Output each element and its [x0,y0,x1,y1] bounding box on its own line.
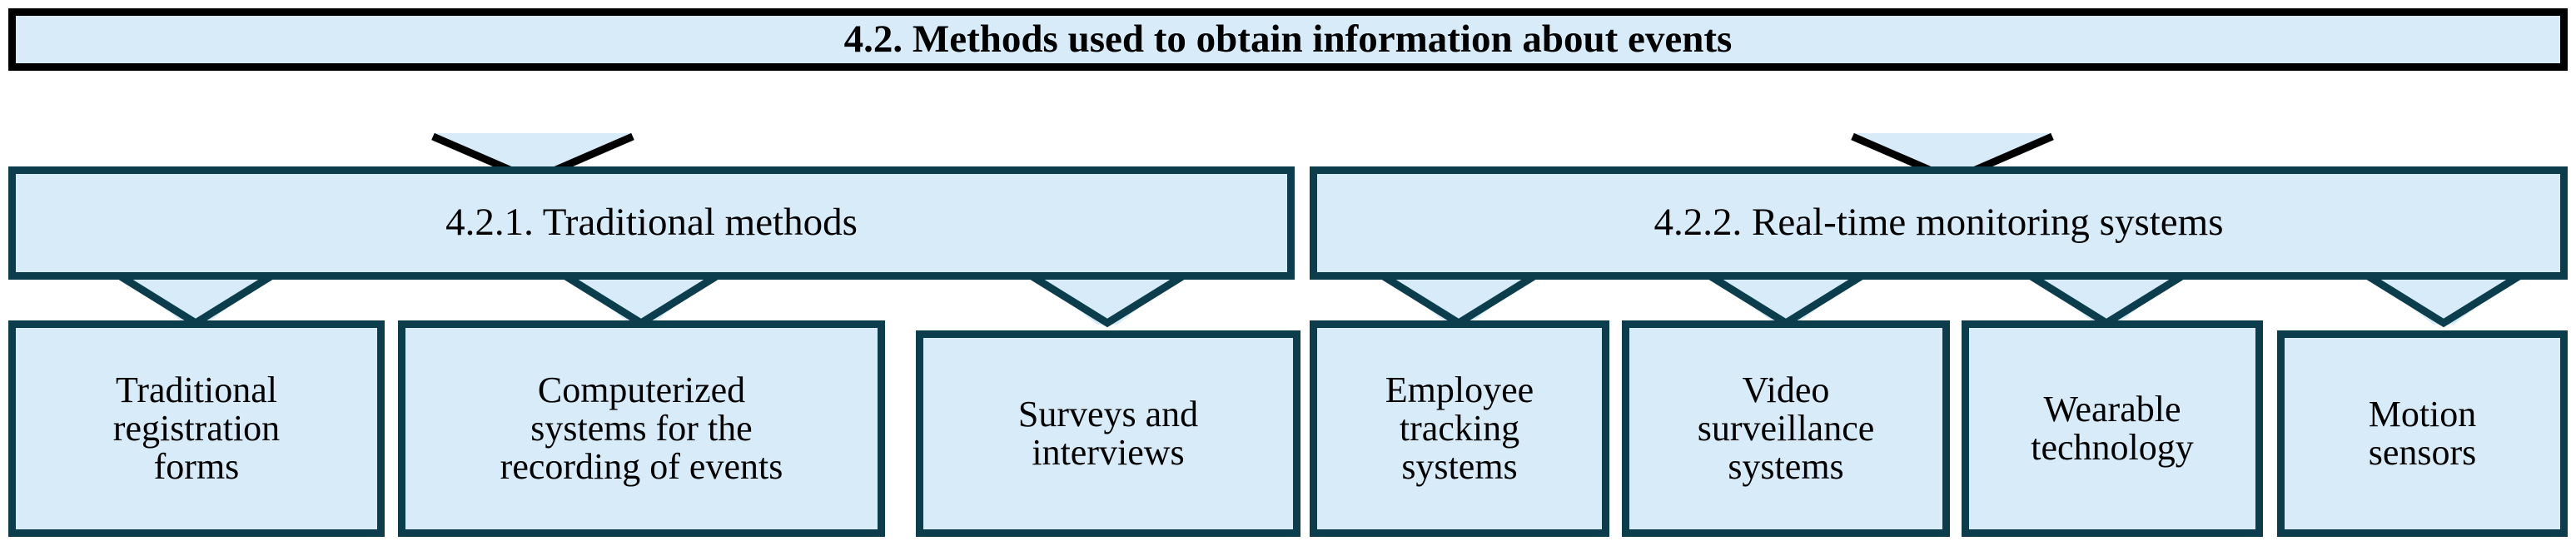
node-surveys-and-interviews-label: Surveys and interviews [1017,393,1199,473]
node-wearable-technology[interactable]: Wearable technology [1962,320,2263,537]
node-computerized-systems[interactable]: Computerized systems for the recording o… [398,320,885,537]
node-traditional-methods[interactable]: 4.2.1. Traditional methods [8,166,1295,280]
node-computerized-systems-label: Computerized systems for the recording o… [500,369,783,488]
node-real-time-monitoring-systems-label: 4.2.2. Real-time monitoring systems [1654,201,2224,245]
node-motion-sensors-label: Motion sensors [2368,393,2477,473]
node-wearable-technology-label: Wearable technology [2031,388,2194,468]
node-traditional-registration-forms-label: Traditional registration forms [112,369,281,488]
node-traditional-methods-label: 4.2.1. Traditional methods [445,201,858,245]
node-video-surveillance-systems-label: Video surveillance systems [1697,369,1875,488]
node-root-label: 4.2. Methods used to obtain information … [843,17,1733,61]
node-video-surveillance-systems[interactable]: Video surveillance systems [1622,320,1950,537]
node-surveys-and-interviews[interactable]: Surveys and interviews [916,330,1300,537]
node-employee-tracking-systems-label: Employee tracking systems [1385,369,1534,488]
node-traditional-registration-forms[interactable]: Traditional registration forms [8,320,385,537]
node-root-methods[interactable]: 4.2. Methods used to obtain information … [8,8,2568,71]
connector-traditional-to-surveys [1022,268,1193,328]
node-employee-tracking-systems[interactable]: Employee tracking systems [1310,320,1609,537]
connector-realtime-to-motion-sensors [2358,268,2529,328]
node-motion-sensors[interactable]: Motion sensors [2277,330,2568,537]
node-real-time-monitoring-systems[interactable]: 4.2.2. Real-time monitoring systems [1310,166,2568,280]
